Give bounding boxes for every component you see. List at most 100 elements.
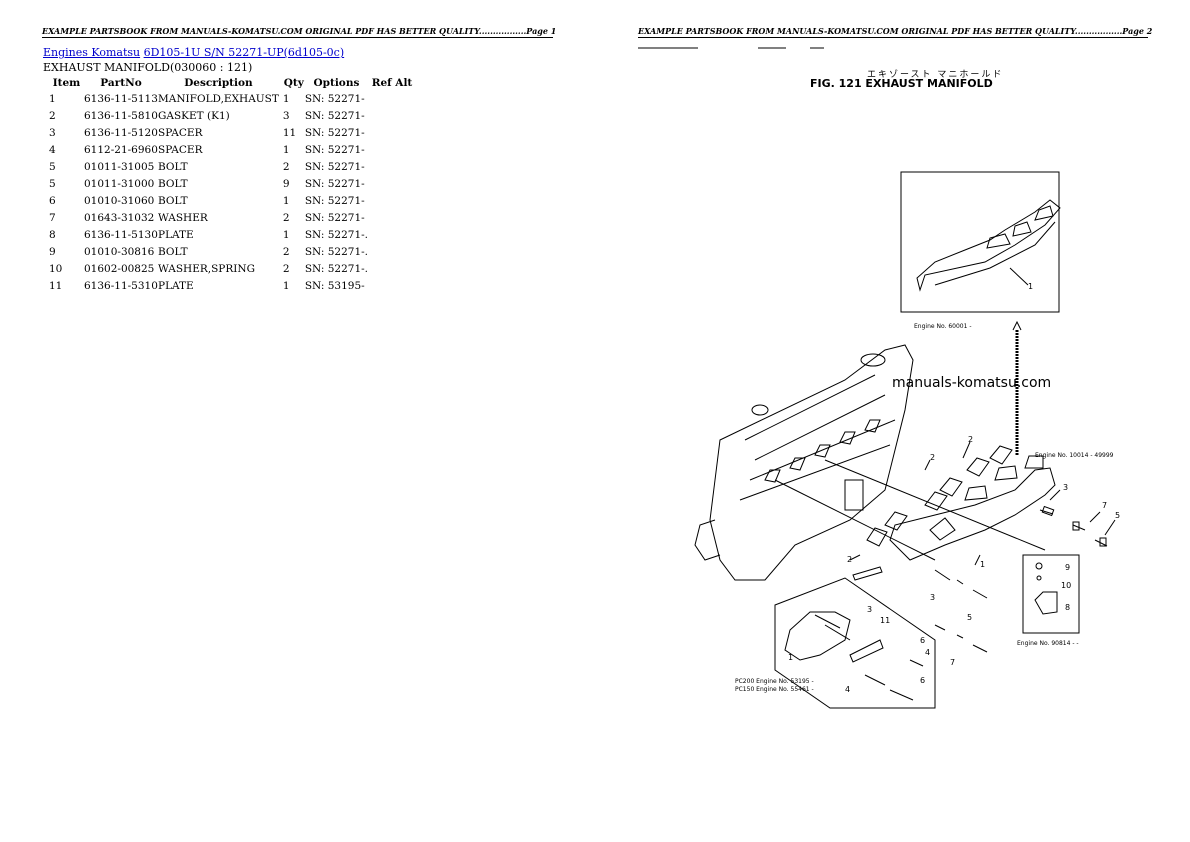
cell-options: SN: 52271- xyxy=(304,212,365,224)
cell-ref-alt xyxy=(368,110,416,127)
cell-options: SN: 52271-. xyxy=(304,229,369,241)
cell-partno: 6112-21-6960 xyxy=(84,144,158,156)
col-header-item: Item xyxy=(52,77,81,89)
col-header-qty: Qty xyxy=(283,77,304,89)
cell-options: SN: 52271- xyxy=(304,161,365,173)
callout-5a: 5 xyxy=(1115,511,1120,520)
callout-3c: 3 xyxy=(867,605,872,614)
callout-3b: 3 xyxy=(930,593,935,602)
cell-description: PLATE xyxy=(158,229,194,241)
cell-partno: 6136-11-5810 xyxy=(84,110,158,122)
cell-ref-alt xyxy=(368,127,416,144)
breadcrumb: Engines Komatsu 6D105-1U S/N 52271-UP(6d… xyxy=(43,46,344,59)
callout-5b: 5 xyxy=(967,613,972,622)
col-header-description: Description xyxy=(184,77,253,89)
cell-partno: 01602-00825 xyxy=(84,263,155,275)
note-engine-top: Engine No. 60001 - xyxy=(914,323,972,330)
cell-ref-alt xyxy=(368,93,416,110)
note-pc200: PC200 Engine No. 53195 - xyxy=(735,678,814,685)
detail-box-bracket xyxy=(1022,554,1080,634)
cell-item: 5 xyxy=(49,161,56,173)
note-engine-bracket: Engine No. 90814 - - xyxy=(1017,640,1079,647)
cell-item: 8 xyxy=(49,229,56,241)
note-engine-right: Engine No. 10014 - 49999 xyxy=(1035,452,1114,459)
cell-item: 5 xyxy=(49,178,56,190)
callout-7b: 7 xyxy=(950,658,955,667)
breadcrumb-link-engines[interactable]: Engines Komatsu xyxy=(43,46,141,59)
watermark: manuals-komatsu.com xyxy=(892,375,1052,391)
cell-ref-alt xyxy=(368,195,416,212)
callout-6b: 6 xyxy=(920,676,925,685)
page-header: EXAMPLE PARTSBOOK FROM MANUALS-KOMATSU.C… xyxy=(638,26,1153,38)
cell-description: SPACER xyxy=(158,144,203,156)
figure-title-japanese: エキゾースト マニホールド xyxy=(867,70,1004,80)
parts-page-1: EXAMPLE PARTSBOOK FROM MANUALS-KOMATSU.C… xyxy=(42,26,556,297)
cell-ref-alt xyxy=(368,212,416,229)
cell-qty: 2 xyxy=(282,263,290,275)
cell-partno: 01010-30816 xyxy=(84,246,155,258)
figure-title: FIG. 121 EXHAUST MANIFOLD xyxy=(810,77,993,90)
cell-partno: 01643-31032 xyxy=(84,212,155,224)
table-header-row: Item PartNo Description Qty Options Ref … xyxy=(43,77,416,93)
callout-4a: 4 xyxy=(925,648,930,657)
callout-6a: 6 xyxy=(920,636,925,645)
cell-options: SN: 52271- xyxy=(304,195,365,207)
breadcrumb-link-model[interactable]: 6D105-1U S/N 52271-UP(6d105-0c) xyxy=(143,46,345,59)
callout-7a: 7 xyxy=(1102,501,1107,510)
cell-description: BOLT xyxy=(158,195,188,207)
callout-9: 9 xyxy=(1065,563,1070,572)
cell-description: WASHER,SPRING xyxy=(158,263,255,275)
cell-options: SN: 52271- xyxy=(304,127,365,139)
col-header-ref-alt: Ref Alt xyxy=(371,77,413,89)
cell-options: SN: 52271-. xyxy=(304,263,369,275)
cell-description: BOLT xyxy=(158,246,188,258)
cell-qty: 2 xyxy=(282,161,290,173)
cell-item: 4 xyxy=(49,144,56,156)
col-header-options: Options xyxy=(313,77,360,89)
cell-qty: 11 xyxy=(282,127,297,139)
col-header-partno: PartNo xyxy=(100,77,142,89)
cell-ref-alt xyxy=(368,263,416,280)
cell-partno: 01011-31005 xyxy=(84,161,155,173)
callout-2a: 2 xyxy=(968,435,973,444)
note-pc150: PC150 Engine No. 55461 - xyxy=(735,686,814,693)
cell-item: 9 xyxy=(49,246,56,258)
callout-4b: 4 xyxy=(845,685,850,694)
exhaust-manifold-diagram: 1 2 2 2 3 3 4 4 5 5 6 6 7 7 8 9 10 11 1 … xyxy=(694,171,1120,709)
callout-2b: 2 xyxy=(930,453,935,462)
cell-ref-alt xyxy=(368,280,416,297)
section-title: EXHAUST MANIFOLD(030060 : 121) xyxy=(43,61,253,74)
cell-description: BOLT xyxy=(158,178,188,190)
cell-ref-alt xyxy=(368,144,416,161)
cell-options: SN: 52271-. xyxy=(304,246,369,258)
callout-2c: 2 xyxy=(847,555,852,564)
callout-3a: 3 xyxy=(1063,483,1068,492)
cell-options: SN: 52271- xyxy=(304,110,365,122)
cell-item: 6 xyxy=(49,195,56,207)
cell-description: PLATE xyxy=(158,280,194,292)
cell-partno: 6136-11-5310 xyxy=(84,280,158,292)
callout-11: 11 xyxy=(880,616,890,625)
cell-qty: 1 xyxy=(282,195,290,207)
cell-item: 3 xyxy=(49,127,56,139)
cell-qty: 1 xyxy=(282,280,290,292)
cell-description: GASKET (K1) xyxy=(158,110,230,122)
detail-box-top xyxy=(900,171,1060,313)
cell-description: BOLT xyxy=(158,161,188,173)
cell-qty: 1 xyxy=(282,93,290,105)
cell-partno: 6136-11-5113 xyxy=(84,93,158,105)
cell-partno: 01011-31000 xyxy=(84,178,155,190)
cell-partno: 6136-11-5130 xyxy=(84,229,158,241)
parts-table: Item PartNo Description Qty Options Ref … xyxy=(43,77,416,297)
detail-box-bottom xyxy=(774,577,936,709)
cell-ref-alt xyxy=(368,178,416,195)
cell-options: SN: 52271- xyxy=(304,93,365,105)
cell-item: 2 xyxy=(49,110,56,122)
